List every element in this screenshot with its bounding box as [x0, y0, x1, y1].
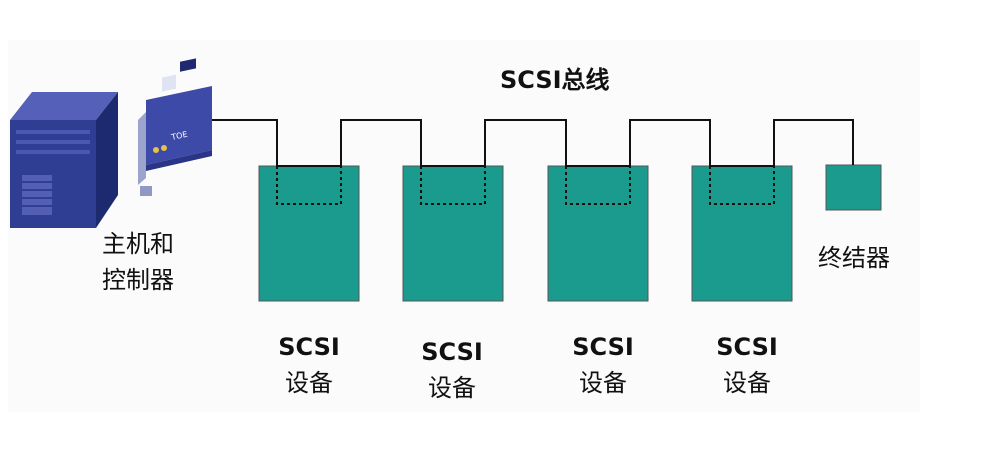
host-label-line1: 主机和: [102, 230, 174, 258]
device-label-line2: 设备: [723, 369, 771, 397]
device-label-line2: 设备: [428, 374, 476, 402]
terminator-label: 终结器: [818, 244, 890, 272]
scsi-device-box-4: [691, 165, 793, 302]
host-controller-label: 主机和 控制器: [102, 226, 222, 298]
scsi-device-box-3: [547, 165, 649, 302]
bus-title: SCSI总线: [500, 66, 610, 94]
device-label-line1: SCSI: [278, 333, 340, 361]
scsi-device-label-1: SCSI 设备: [259, 329, 359, 401]
controller-card-icon: TOE: [138, 58, 212, 196]
scsi-device-box-2: [402, 165, 504, 302]
device-label-line1: SCSI: [421, 338, 483, 366]
scsi-bus-cable: [212, 119, 854, 167]
scsi-device-label-2: SCSI 设备: [402, 334, 502, 406]
scsi-device-label-3: SCSI 设备: [553, 329, 653, 401]
card-label: TOE: [170, 130, 189, 142]
device-label-line2: 设备: [285, 369, 333, 397]
scsi-device-label-4: SCSI 设备: [697, 329, 797, 401]
device-label-line1: SCSI: [716, 333, 778, 361]
terminator-box: [825, 164, 882, 211]
host-label-line2: 控制器: [102, 266, 174, 294]
server-icon: [10, 92, 118, 228]
device-label-line1: SCSI: [572, 333, 634, 361]
device-label-line2: 设备: [579, 369, 627, 397]
scsi-device-box-1: [258, 165, 360, 302]
